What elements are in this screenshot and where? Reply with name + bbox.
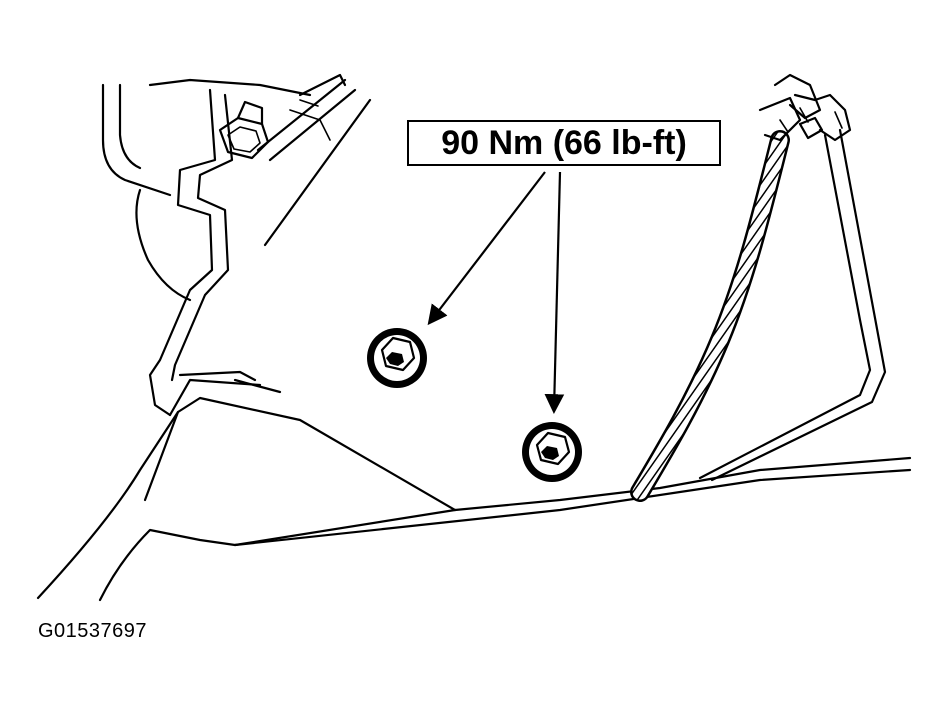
bolt-icon [522, 422, 582, 482]
lower-housing [36, 396, 912, 602]
engine-block [101, 78, 357, 417]
arrow-icon [544, 171, 565, 414]
wiring-harness [630, 130, 790, 502]
figure-id-label: G01537697 [38, 620, 148, 642]
support-rod [698, 128, 887, 482]
arrow-icon [427, 171, 546, 326]
bolt-icon [367, 328, 427, 388]
harness-clip [758, 73, 852, 142]
bracket-plate [168, 73, 372, 417]
bolt-icon [218, 100, 270, 160]
torque-callout-label: 90 Nm (66 lb-ft) [407, 120, 721, 166]
